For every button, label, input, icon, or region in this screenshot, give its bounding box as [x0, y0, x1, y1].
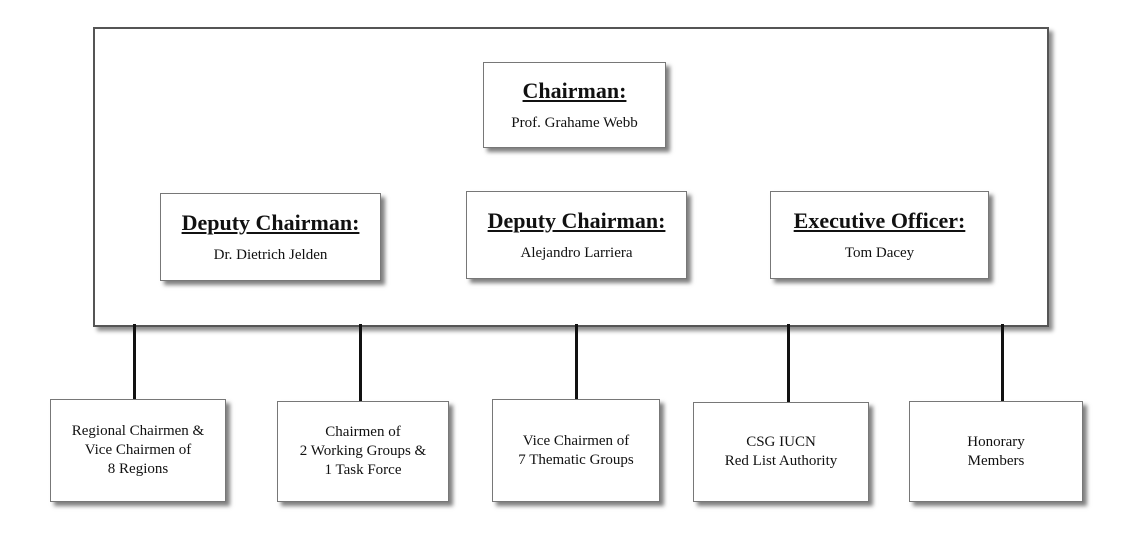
executive-officer-box: Executive Officer: Tom Dacey — [770, 191, 989, 279]
chairman-title: Chairman: — [522, 78, 627, 103]
connector-line — [133, 324, 136, 399]
group-box-regional: Regional Chairmen & Vice Chairmen of 8 R… — [50, 399, 226, 502]
connector-line — [1001, 324, 1004, 401]
group-box-honorary: Honorary Members — [909, 401, 1083, 502]
executive-officer-name: Tom Dacey — [844, 245, 915, 261]
group-label-red-list: CSG IUCN Red List Authority — [724, 434, 838, 469]
group-label-thematic: Vice Chairmen of 7 Thematic Groups — [518, 432, 634, 468]
deputy-chairman-box-1: Deputy Chairman: Dr. Dietrich Jelden — [160, 193, 381, 281]
deputy-chairman-title-1: Deputy Chairman: — [181, 210, 360, 235]
executive-officer-title: Executive Officer: — [793, 208, 966, 233]
deputy-chairman-title-2: Deputy Chairman: — [487, 208, 666, 233]
connector-line — [359, 324, 362, 401]
chairman-box: Chairman: Prof. Grahame Webb — [483, 62, 666, 148]
group-label-working: Chairmen of 2 Working Groups & 1 Task Fo… — [299, 424, 427, 478]
connector-line — [787, 324, 790, 402]
group-box-thematic: Vice Chairmen of 7 Thematic Groups — [492, 399, 660, 502]
deputy-chairman-box-2: Deputy Chairman: Alejandro Larriera — [466, 191, 687, 279]
group-box-red-list: CSG IUCN Red List Authority — [693, 402, 869, 502]
deputy-chairman-name-1: Dr. Dietrich Jelden — [213, 247, 328, 263]
group-label-honorary: Honorary Members — [967, 433, 1025, 469]
group-label-regional: Regional Chairmen & Vice Chairmen of 8 R… — [71, 423, 205, 477]
deputy-chairman-name-2: Alejandro Larriera — [520, 245, 633, 261]
connector-line — [575, 324, 578, 399]
chairman-name: Prof. Grahame Webb — [511, 115, 638, 131]
group-box-working: Chairmen of 2 Working Groups & 1 Task Fo… — [277, 401, 449, 502]
